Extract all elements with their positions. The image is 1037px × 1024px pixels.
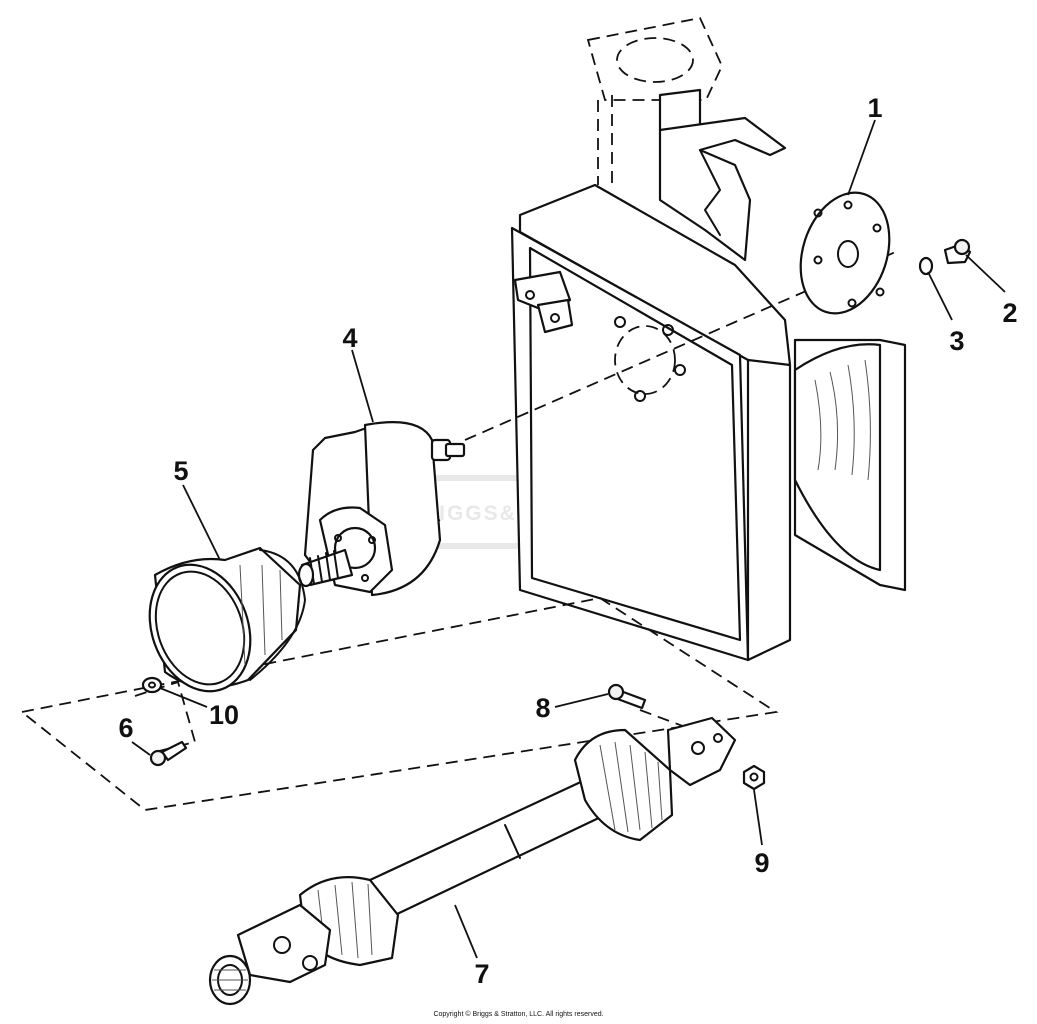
part-10-washer xyxy=(141,676,163,694)
leader-lines xyxy=(131,119,1006,959)
part-7-drive-shaft xyxy=(208,716,737,1006)
callout-2: 2 xyxy=(1002,298,1017,328)
part-5-shield-cone xyxy=(148,546,306,693)
chute-housing xyxy=(510,16,907,662)
callout-9: 9 xyxy=(754,848,769,878)
callout-7: 7 xyxy=(474,959,489,989)
copyright-notice: Copyright © Briggs & Stratton, LLC. All … xyxy=(433,1011,604,1018)
part-1-flange-plate xyxy=(799,191,891,315)
callout-10: 10 xyxy=(209,700,239,730)
part-3-lock-washer xyxy=(918,256,934,276)
callout-4: 4 xyxy=(342,323,357,353)
callout-6: 6 xyxy=(118,713,133,743)
callout-3: 3 xyxy=(949,326,964,356)
callout-8: 8 xyxy=(535,693,550,723)
callout-labels: 1 2 3 4 5 6 7 8 9 10 xyxy=(118,93,1017,989)
part-9-nut xyxy=(742,764,766,791)
part-6-screw xyxy=(149,740,188,767)
part-8-bolt xyxy=(607,683,647,710)
part-2-bolt xyxy=(943,238,972,265)
part-4-gearbox xyxy=(297,421,466,597)
callout-1: 1 xyxy=(867,93,882,123)
callout-5: 5 xyxy=(173,456,188,486)
